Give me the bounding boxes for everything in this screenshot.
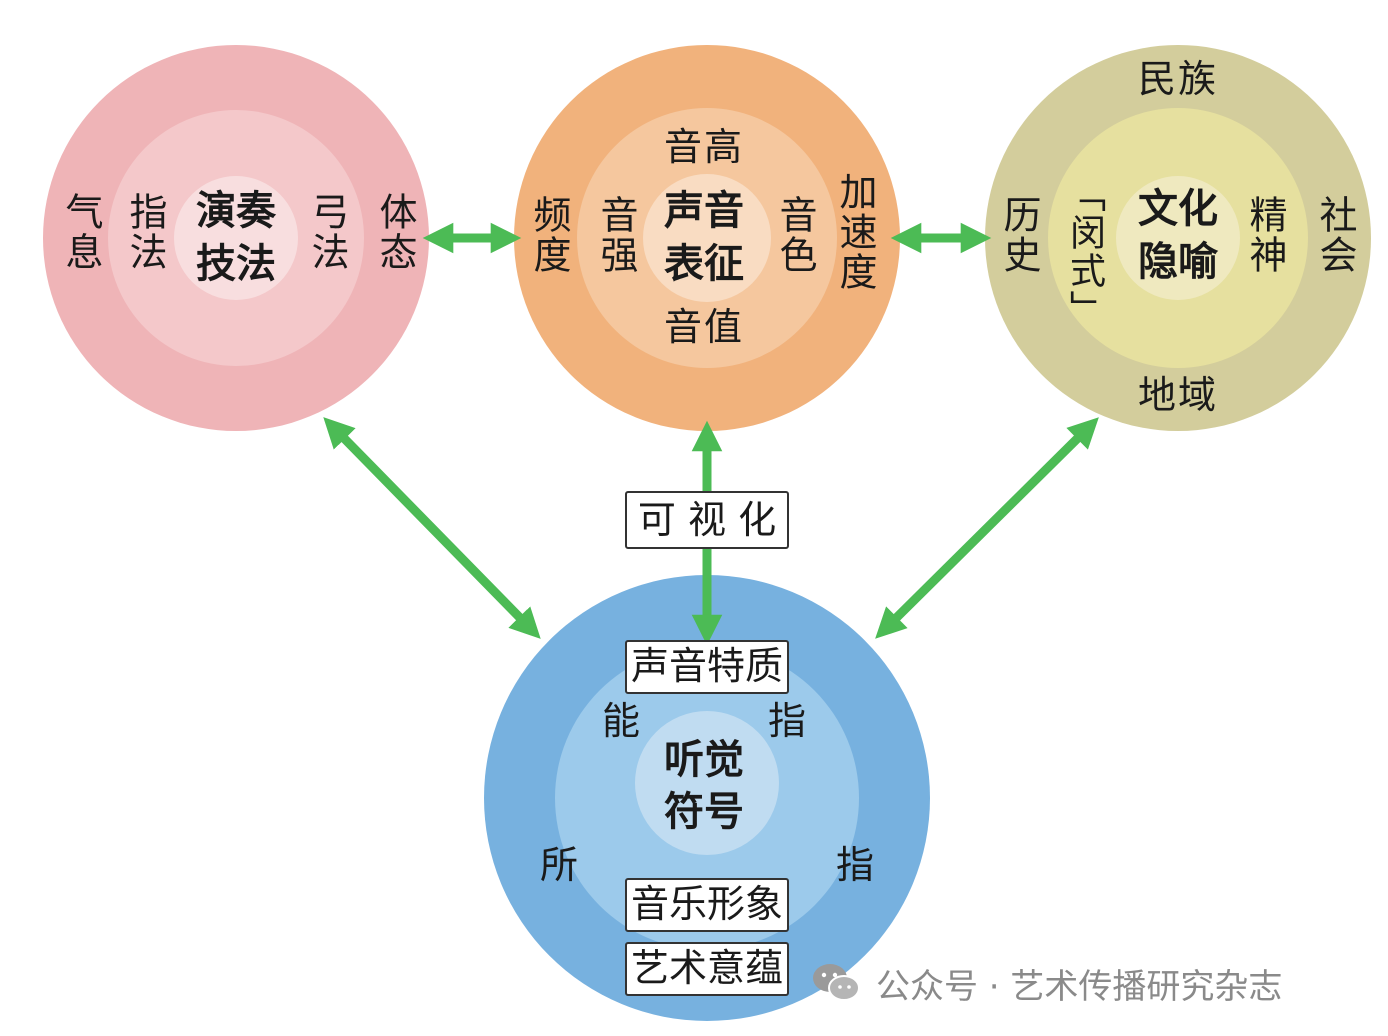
sound-frequency-label: 频度	[527, 195, 571, 275]
performance-fingering-label: 指法	[123, 192, 167, 272]
auditory-so-label: 所	[540, 843, 581, 887]
culture-core-line2: 隐喻	[1138, 239, 1218, 285]
watermark: 公众号 · 艺术传播研究杂志	[810, 958, 1282, 1008]
performance-bowing-label: 弓法	[305, 192, 349, 272]
culture-region-label: 地域	[1138, 373, 1219, 417]
auditory-circle	[484, 575, 930, 1021]
sound-acceleration-label: 加速度	[833, 172, 877, 292]
auditory-signified-label: 指	[836, 843, 877, 887]
sound-timbre-label: 音色	[773, 195, 817, 275]
auditory-inner-ring	[635, 711, 779, 855]
performance-core-line2: 技法	[196, 241, 276, 287]
auditory-signifier-label: 指	[768, 699, 809, 743]
auditory-core-line2: 符号	[664, 789, 744, 835]
culture-spirit-label: 精神	[1243, 195, 1287, 275]
culture-core-line1: 文化	[1138, 186, 1218, 232]
sound-quality-box: 声音特质	[625, 640, 789, 694]
sound-inner-ring	[643, 174, 771, 302]
wechat-icon	[813, 964, 860, 1001]
culture-nation-label: 民族	[1138, 57, 1219, 101]
performance-posture-label: 体态	[373, 192, 417, 272]
performance-core-line1: 演奏	[196, 188, 276, 234]
watermark-text: 公众号 · 艺术传播研究杂志	[876, 966, 1283, 1007]
visualize-label: 可 视 化	[625, 491, 789, 549]
sound-duration-label: 音值	[664, 305, 745, 349]
culture-history-label: 历史	[997, 195, 1041, 275]
sound-core-line2: 表征	[664, 241, 744, 287]
auditory-able-label: 能	[602, 699, 643, 743]
sound-pitch-label: 音高	[664, 125, 745, 169]
performance-inner-ring	[174, 176, 298, 300]
arrow-performance-auditory	[323, 417, 541, 639]
art-connotation-box: 艺术意蕴	[625, 942, 789, 996]
performance-breath-label: 气息	[59, 192, 103, 272]
culture-inner-ring	[1116, 176, 1240, 300]
sound-circle	[514, 45, 900, 431]
auditory-core-line1: 听觉	[664, 737, 744, 783]
arrow-culture-auditory	[875, 417, 1099, 639]
music-image-box: 音乐形象	[625, 878, 789, 932]
sound-core-line1: 声音	[664, 188, 744, 234]
culture-minshi-label: 「闵式」	[1064, 176, 1105, 328]
sound-intensity-label: 音强	[594, 195, 638, 275]
performance-circle	[43, 45, 429, 431]
culture-circle	[985, 45, 1371, 431]
culture-society-label: 社会	[1313, 195, 1357, 275]
